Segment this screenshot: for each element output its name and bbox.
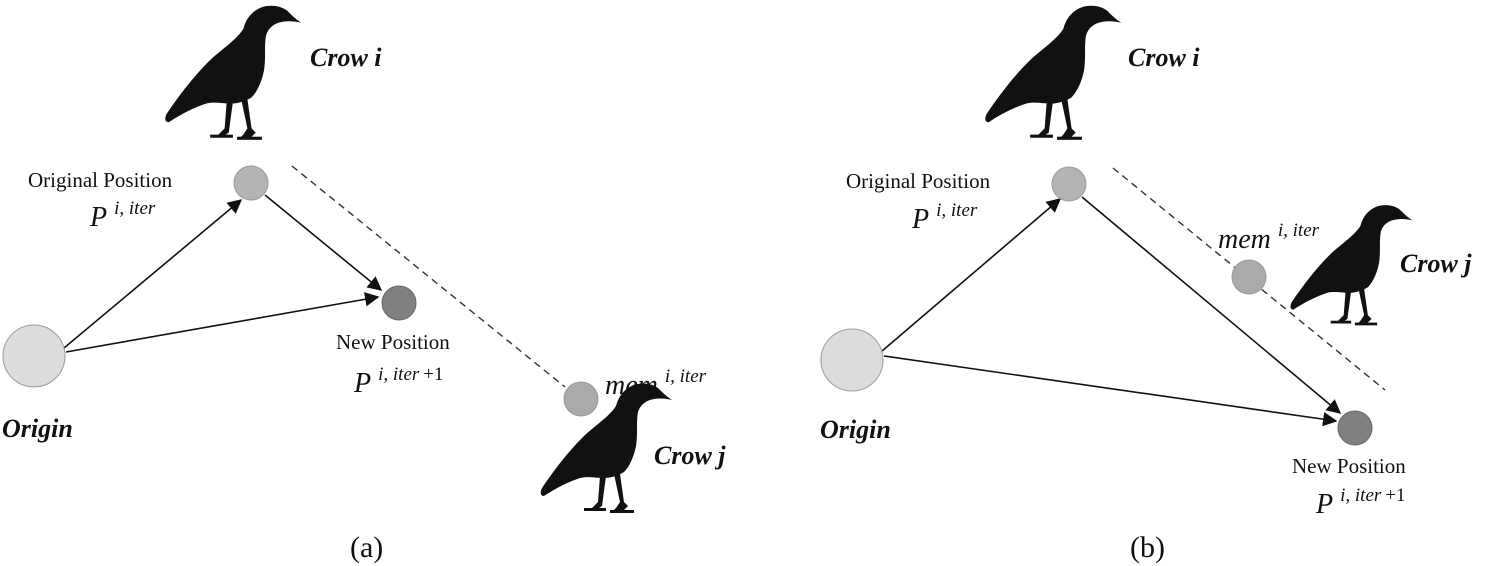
original-position-node xyxy=(233,165,269,201)
p-iter-label: P i, iter xyxy=(911,200,978,235)
p-new-superscript: i, iter xyxy=(378,364,420,385)
p-new-plus: +1 xyxy=(423,364,443,385)
new-position-node xyxy=(1337,410,1373,446)
origin-to-original-arrow xyxy=(63,199,243,349)
new-position-label: New Position xyxy=(336,330,450,354)
panel-b: Crow i Original Position P i, iter mem i… xyxy=(820,5,1472,564)
p-new-plus: +1 xyxy=(1385,485,1405,506)
mem-label: mem i, iter xyxy=(1218,220,1320,255)
memory-node xyxy=(563,381,599,417)
crow-i-label: Crow i xyxy=(1128,43,1200,72)
memory-node xyxy=(1231,259,1267,295)
crow-j-icon xyxy=(540,383,672,513)
crow-i-icon xyxy=(165,5,302,140)
origin-label: Origin xyxy=(2,414,73,443)
panel-a: Crow i Original Position P i, iter New P… xyxy=(2,5,726,564)
mem-symbol: mem xyxy=(1218,224,1271,255)
crow-i-label: Crow i xyxy=(310,43,382,72)
p-new-symbol: P xyxy=(353,368,371,399)
origin-to-original-arrow xyxy=(881,198,1062,352)
original-position-label: Original Position xyxy=(846,169,991,193)
crow-j-label: Crow j xyxy=(1400,249,1472,278)
mem-superscript: i, iter xyxy=(1278,220,1320,241)
origin-to-new-arrow xyxy=(883,355,1338,427)
new-position-label: New Position xyxy=(1292,454,1406,478)
dashed-guide-line xyxy=(1112,167,1386,391)
p-superscript: i, iter xyxy=(936,200,978,221)
p-new-superscript: i, iter xyxy=(1340,485,1382,506)
p-superscript: i, iter xyxy=(114,198,156,219)
original-to-new-arrow xyxy=(264,194,383,291)
p-symbol: P xyxy=(89,202,107,233)
crow-i-icon xyxy=(985,5,1122,140)
p-new-label: P i, iter +1 xyxy=(1315,485,1406,520)
original-position-node xyxy=(1051,166,1087,202)
dashed-guide-line xyxy=(291,165,566,388)
origin-to-new-arrow xyxy=(65,292,380,353)
mem-superscript: i, iter xyxy=(665,366,707,387)
p-new-label: P i, iter +1 xyxy=(353,364,444,399)
new-position-node xyxy=(381,285,417,321)
p-symbol: P xyxy=(911,204,929,235)
caption-a: (a) xyxy=(350,531,383,564)
p-new-symbol: P xyxy=(1315,489,1333,520)
p-iter-label: P i, iter xyxy=(89,198,156,233)
origin-label: Origin xyxy=(820,415,891,444)
crow-j-label: Crow j xyxy=(654,441,726,470)
original-to-new-arrow xyxy=(1081,196,1342,414)
caption-b: (b) xyxy=(1130,531,1165,564)
origin-node xyxy=(820,328,884,392)
origin-node xyxy=(2,324,66,388)
original-position-label: Original Position xyxy=(28,168,173,192)
